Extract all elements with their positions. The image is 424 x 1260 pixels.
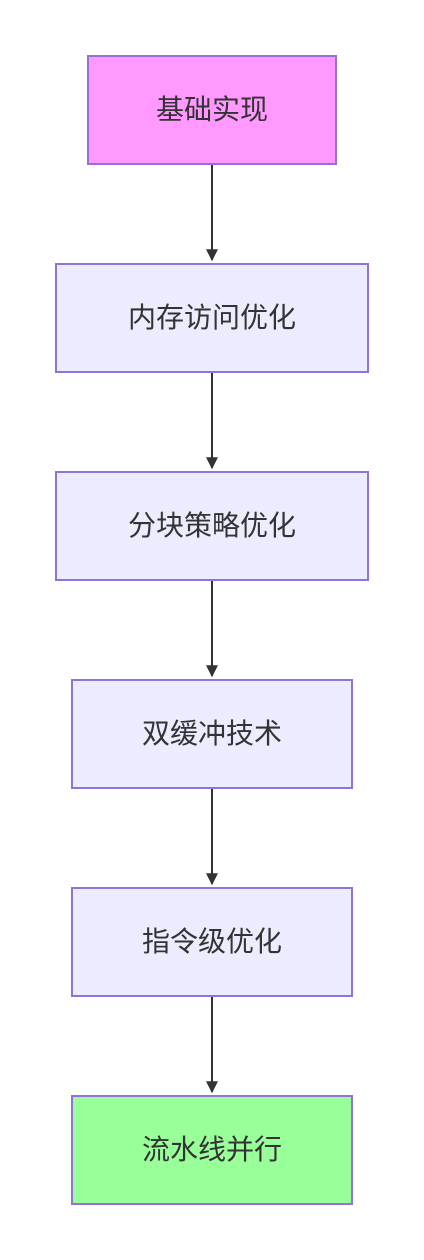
node-pipeline-parallelism: 流水线并行	[71, 1095, 353, 1205]
node-double-buffering: 双缓冲技术	[71, 679, 353, 789]
node-basic-implementation: 基础实现	[87, 55, 337, 165]
node-label: 指令级优化	[141, 925, 282, 958]
node-memory-access-optimization: 内存访问优化	[55, 263, 369, 373]
node-tiling-strategy-optimization: 分块策略优化	[55, 471, 369, 581]
node-label: 双缓冲技术	[141, 717, 282, 750]
node-instruction-level-optimization: 指令级优化	[71, 887, 353, 997]
node-label: 分块策略优化	[127, 509, 296, 542]
node-label: 内存访问优化	[127, 301, 296, 334]
node-label: 流水线并行	[141, 1133, 282, 1166]
node-label: 基础实现	[155, 93, 268, 126]
